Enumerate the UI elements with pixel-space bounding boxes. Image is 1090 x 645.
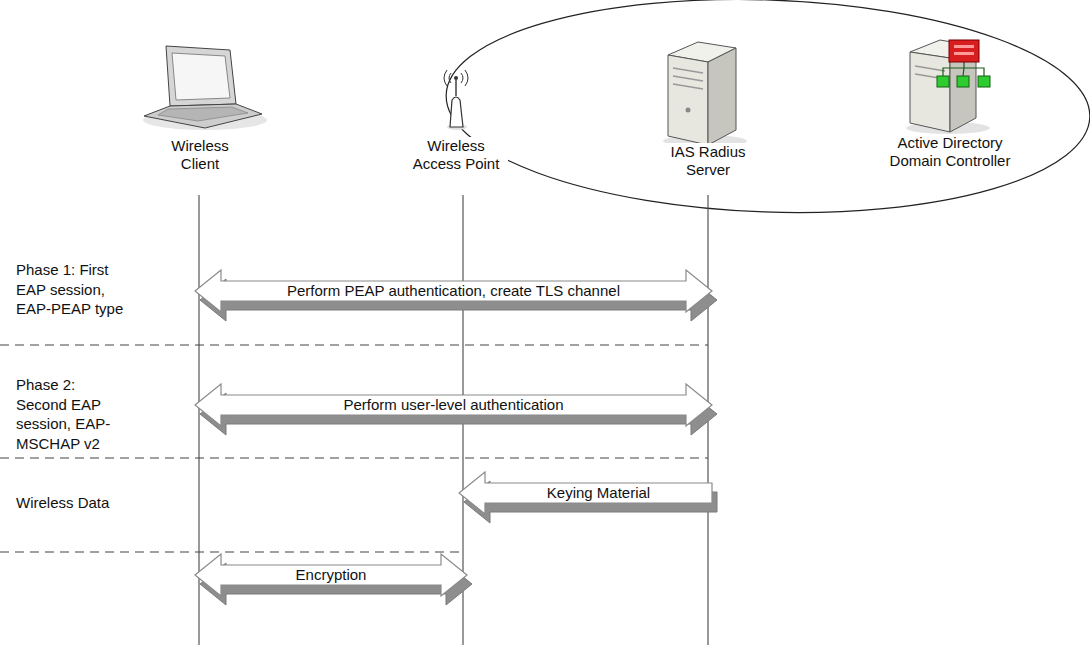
phase-separator xyxy=(0,344,708,345)
laptop-screen xyxy=(172,53,230,100)
directory-root-detail xyxy=(954,45,974,48)
block-arrow xyxy=(195,554,472,605)
directory-leaf-icon xyxy=(957,76,969,87)
drive-bays xyxy=(673,68,703,89)
network-links xyxy=(943,62,984,76)
laptop-lid xyxy=(166,46,236,106)
ap-antenna-tip xyxy=(454,76,458,80)
block-arrow xyxy=(195,384,717,435)
ap-antenna xyxy=(455,80,456,96)
block-arrow xyxy=(195,270,717,321)
phase-label: Phase 1: First EAP session, EAP-PEAP typ… xyxy=(16,260,134,319)
directory-root-detail xyxy=(954,52,974,55)
arrow-face xyxy=(195,270,712,312)
actor-name: Wireless Client xyxy=(163,137,237,173)
ap-body xyxy=(450,97,463,127)
laptop-base xyxy=(144,104,262,128)
directory-leaf-icon xyxy=(937,76,949,87)
actor-label-box: Wireless Access Point xyxy=(404,137,508,173)
radio-waves xyxy=(444,70,468,86)
arrow-label: Encryption xyxy=(293,566,370,584)
phase-separator xyxy=(0,551,463,552)
directory-leaf-icon xyxy=(978,76,990,87)
arrow-label: Perform PEAP authentication, create TLS … xyxy=(284,282,623,300)
arrow-face xyxy=(195,384,712,426)
arrow-face xyxy=(459,472,712,514)
phase-label: Wireless Data xyxy=(16,493,156,513)
actor-label-box: Wireless Client xyxy=(163,137,237,173)
actor-label-box: IAS Radius Server xyxy=(661,143,755,179)
arrow-face xyxy=(195,554,467,596)
arrow-label: Perform user-level authentication xyxy=(340,396,566,414)
power-button xyxy=(686,108,691,113)
server-group-ellipse xyxy=(442,0,1090,223)
actor-name: Active Directory Domain Controller xyxy=(879,134,1021,170)
phase-label: Phase 2: Second EAP session, EAP-MSCHAP … xyxy=(16,375,130,453)
server-front xyxy=(910,52,950,132)
directory-root-icon xyxy=(949,40,979,62)
actor-label-box: Active Directory Domain Controller xyxy=(879,134,1021,170)
server-front xyxy=(668,55,708,145)
laptop-keyboard xyxy=(158,107,248,121)
server-side xyxy=(708,48,736,145)
actor-name: Wireless Access Point xyxy=(404,137,508,173)
phase-separator xyxy=(0,457,708,458)
actor-name: IAS Radius Server xyxy=(661,143,755,179)
block-arrow xyxy=(459,472,717,523)
arrow-label: Keying Material xyxy=(544,484,653,502)
